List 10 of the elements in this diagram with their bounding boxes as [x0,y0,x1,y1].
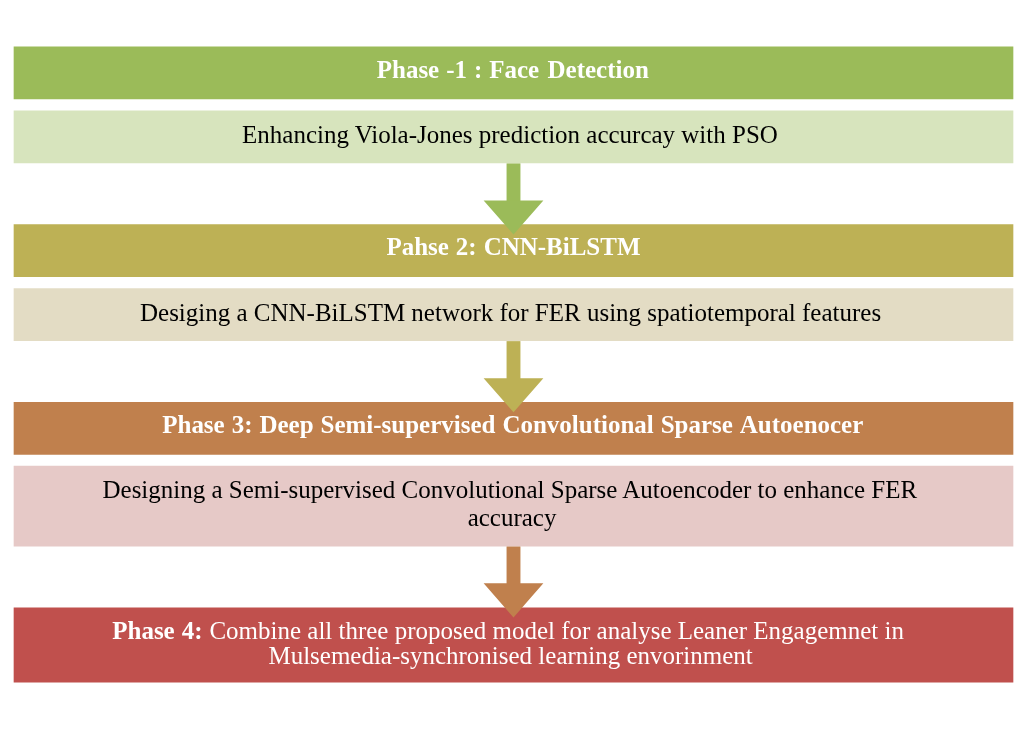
arrow [483,341,544,413]
arrow [483,546,544,618]
node-box: Pahse 2: CNN-BiLSTM [13,224,1014,278]
node-box: Designing a Semi-supervised Convolutional Sparse Autoencoder to enhance FER accuracy [13,465,1014,547]
node-box: Phase -1 : Face Detection [13,46,1014,100]
node-box: Enhancing Viola-Jones prediction accurcay with PSO [13,110,1014,164]
arrow [483,163,544,235]
node-box: Phase 3: Deep Semi-supervised Convolutional Sparse Autoenocer [13,402,1014,455]
node-box: Desiging a CNN-BiLSTM network for FER using spatiotemporal features [13,288,1014,341]
node-box: Phase 4: Combine all three proposed model for analyse Leaner Engagemnet in Mulsemedia-synchronised learning envorinment [13,607,1014,683]
